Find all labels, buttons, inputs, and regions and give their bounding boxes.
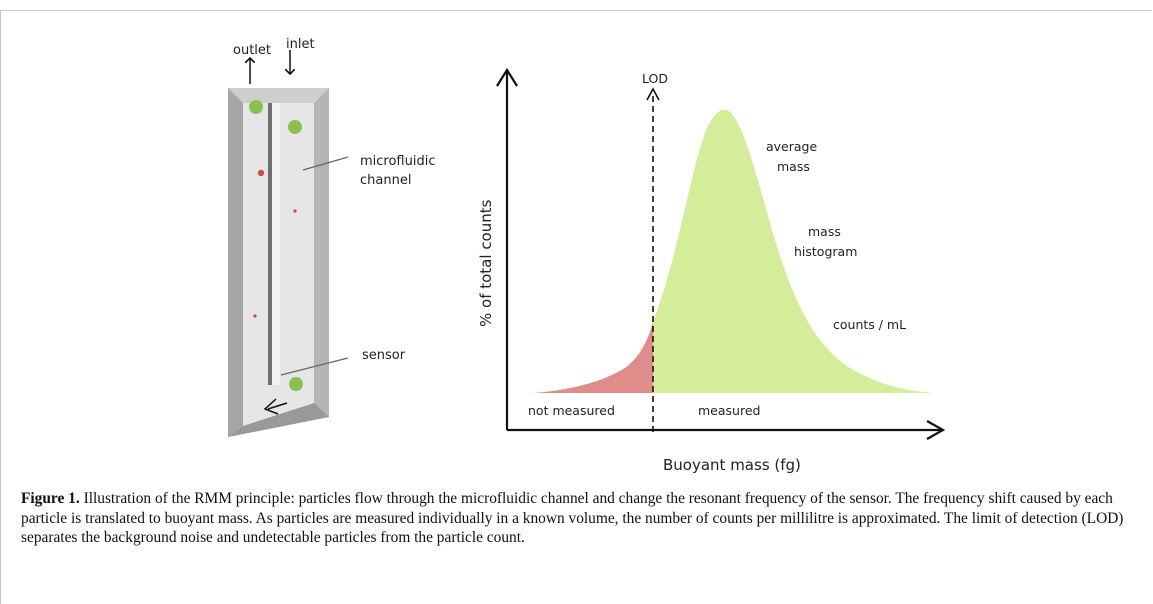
y-axis-arrowhead xyxy=(496,67,518,87)
figure-caption: Figure 1. Illustration of the RMM princi… xyxy=(21,489,1131,548)
particle-green xyxy=(249,100,263,114)
device-top-face xyxy=(228,88,329,103)
resonator-device xyxy=(228,50,349,437)
x-axis-arrowhead xyxy=(926,420,946,440)
caption-label: Figure 1. xyxy=(21,490,80,507)
histogram-label-2: histogram xyxy=(794,244,857,259)
microfluidic-channel-line xyxy=(268,103,272,385)
x-axis-label: Buoyant mass (fg) xyxy=(663,456,801,474)
channel-leader-line xyxy=(302,156,349,171)
channel-label-line1: microfluidic xyxy=(360,154,436,169)
sensor-leader-line xyxy=(280,357,349,376)
histogram-label-1: mass xyxy=(808,224,841,239)
measured-region xyxy=(653,109,935,394)
particle-green xyxy=(288,120,302,134)
average-mass-label-1: average xyxy=(766,139,817,154)
not-measured-region xyxy=(533,322,653,393)
average-mass-label-2: mass xyxy=(777,159,810,174)
outlet-label: outlet xyxy=(233,43,271,58)
device-bottom-face xyxy=(228,403,329,437)
lod-label: LOD xyxy=(642,71,668,86)
sensor-label: sensor xyxy=(362,348,406,363)
not-measured-label: not measured xyxy=(528,403,615,418)
counts-label: counts / mL xyxy=(833,317,906,332)
mass-histogram-plot xyxy=(496,67,946,440)
flow-turn-arrow xyxy=(263,398,288,415)
particle-red xyxy=(253,314,257,318)
inlet-label: inlet xyxy=(286,37,315,52)
particle-red xyxy=(293,209,297,213)
particle-red xyxy=(257,169,265,177)
figure-frame xyxy=(0,10,1152,604)
device-left-face xyxy=(228,88,243,437)
measured-label: measured xyxy=(698,403,760,418)
caption-text: Illustration of the RMM principle: parti… xyxy=(21,490,1124,546)
y-axis-label: % of total counts xyxy=(477,199,495,327)
device-divider xyxy=(270,103,280,385)
channel-label-line2: channel xyxy=(360,173,411,188)
particle-green xyxy=(289,377,303,391)
lod-arrowhead xyxy=(646,87,660,101)
